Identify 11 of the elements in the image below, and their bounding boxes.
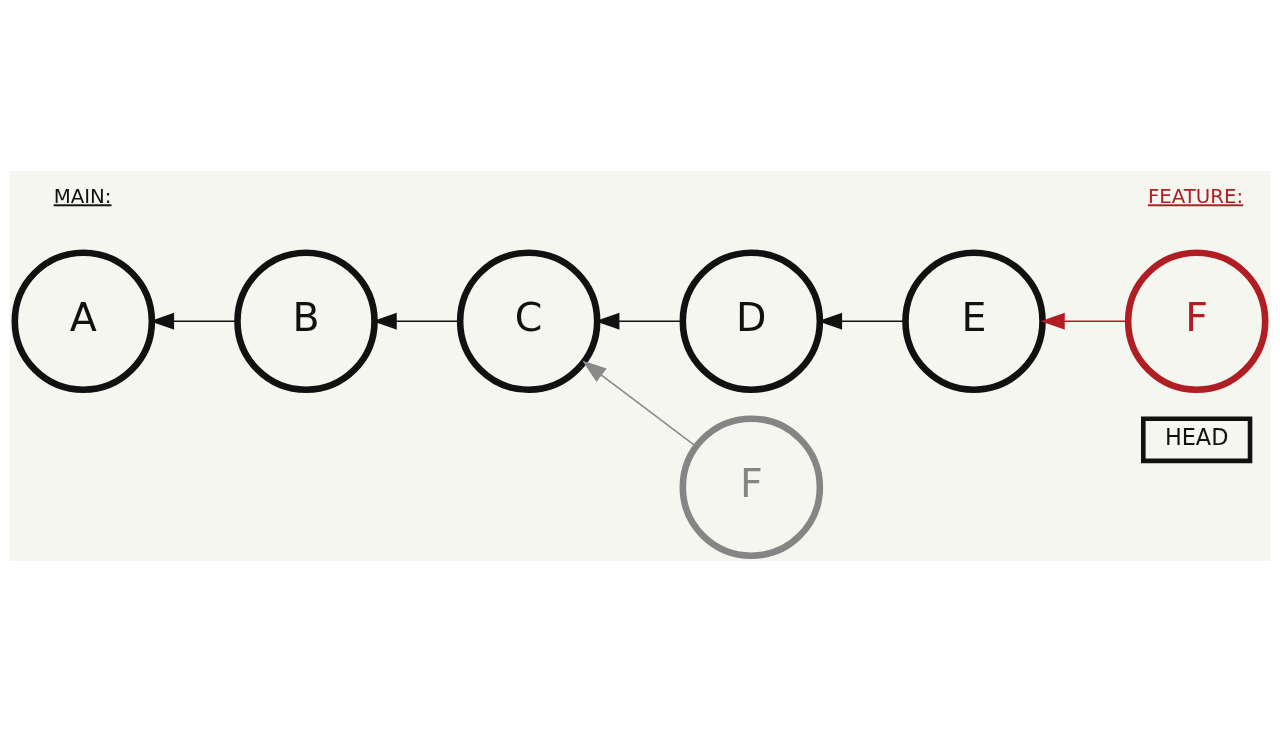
node-circle: B bbox=[234, 248, 378, 393]
node-circle: F bbox=[679, 414, 824, 559]
node-circle: F bbox=[1124, 248, 1269, 393]
node-circle: A bbox=[11, 248, 156, 393]
node-circle: E bbox=[902, 248, 1046, 393]
node-circle: D bbox=[679, 248, 824, 393]
node-circle: C bbox=[456, 248, 601, 393]
node-box: HEAD bbox=[1141, 415, 1253, 463]
arrow bbox=[582, 360, 697, 447]
label: MAIN: bbox=[53, 184, 112, 208]
label: FEATURE: bbox=[1147, 184, 1244, 208]
